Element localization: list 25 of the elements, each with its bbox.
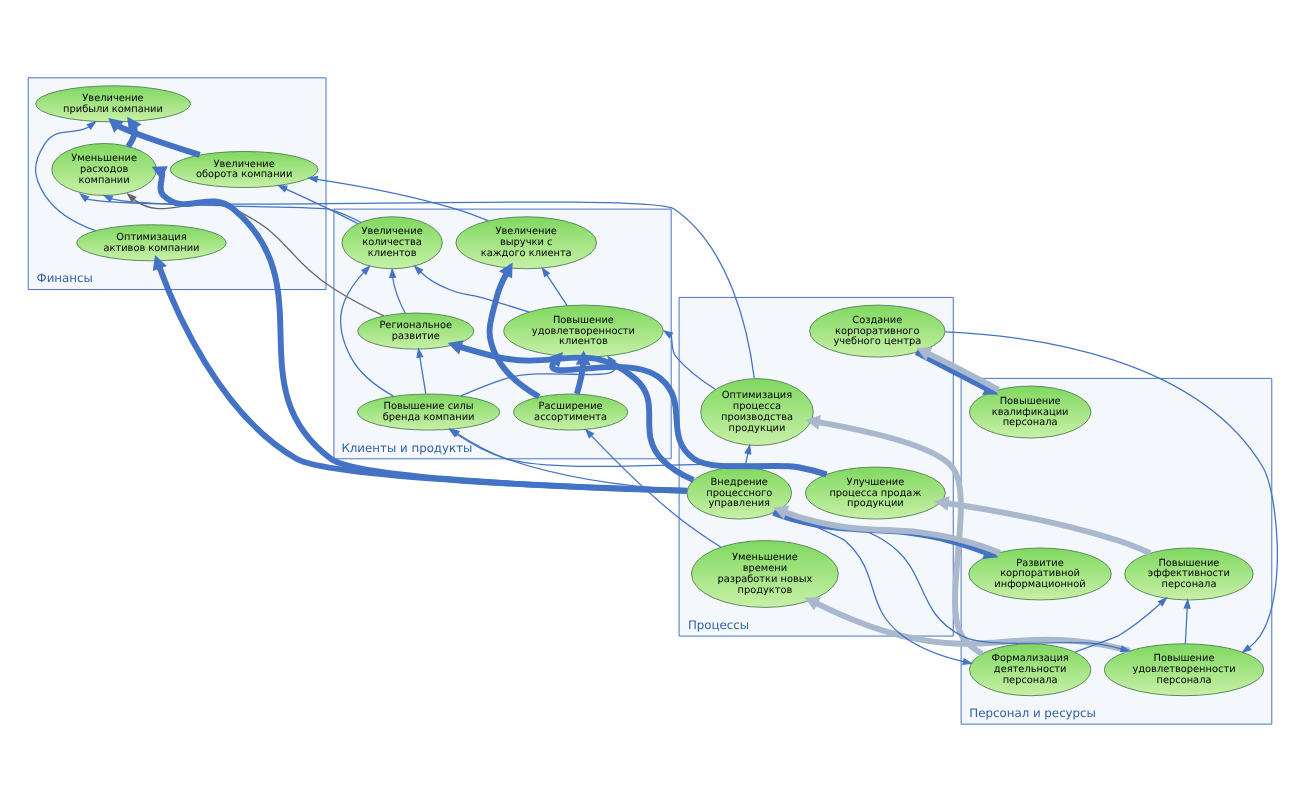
arrow: [151, 165, 688, 493]
arrow: [662, 329, 716, 389]
arrow: [574, 349, 591, 394]
arrow: [547, 351, 828, 477]
arrow: [389, 266, 406, 313]
arrow: [152, 254, 687, 493]
arrow: [1074, 595, 1168, 652]
arrow: [541, 265, 568, 306]
arrow: [413, 264, 530, 312]
arrow: [125, 115, 142, 148]
arrow: [1183, 597, 1191, 644]
arrow: [416, 346, 427, 394]
arrow: [804, 596, 1131, 653]
arrow: [340, 264, 394, 396]
arrow: [102, 193, 362, 223]
arrow: [486, 261, 541, 399]
arrow: [934, 494, 1152, 555]
arrow: [307, 174, 490, 221]
arrow: [460, 354, 617, 396]
arrow: [34, 119, 97, 231]
arrow: [744, 442, 752, 467]
arrow: [276, 183, 359, 224]
arrow: [108, 116, 201, 157]
arrow: [584, 427, 722, 547]
arrow: [944, 330, 1278, 653]
